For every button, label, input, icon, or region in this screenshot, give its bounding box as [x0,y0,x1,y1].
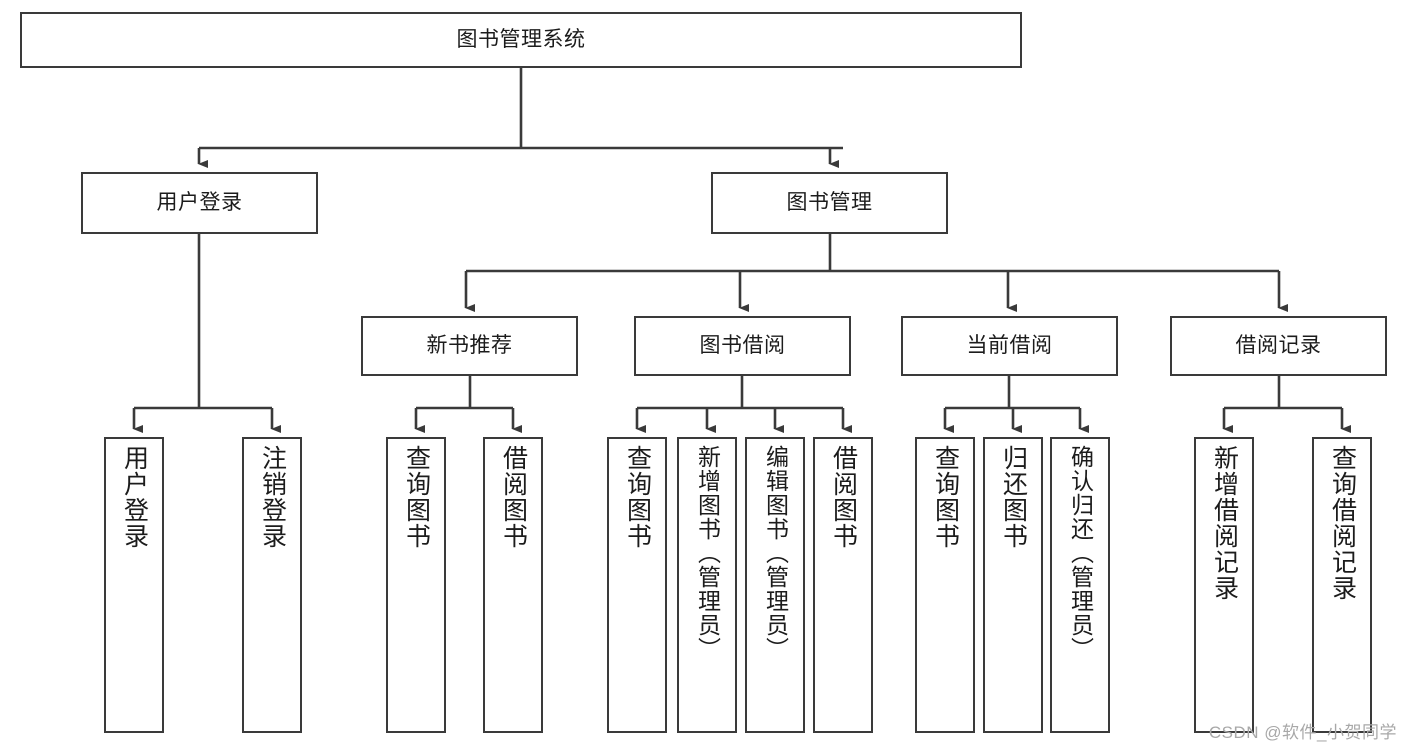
edge-bookborrow-to-leaves [635,376,852,433]
node-leaf-query-record-label: 查询借阅记录 [1328,445,1357,601]
node-root-label: 图书管理系统 [456,27,586,51]
edge-bookmanage-to-level3 [464,234,1288,312]
node-leaf-query-book-1-label: 查询图书 [402,445,431,549]
node-leaf-user-login[interactable]: 用户登录 [104,437,164,733]
node-leaf-user-login-label: 用户登录 [120,445,149,549]
node-leaf-add-record-label: 新增借阅记录 [1210,445,1239,601]
node-leaf-borrow-book-2-label: 借阅图书 [829,445,858,549]
node-leaf-edit-book-label: 编辑图书（管理员） [762,445,789,661]
node-leaf-query-book-2[interactable]: 查询图书 [607,437,667,733]
node-leaf-return-book[interactable]: 归还图书 [983,437,1043,733]
watermark: CSDN @软件_小贺同学 [1208,723,1397,742]
node-leaf-edit-book[interactable]: 编辑图书（管理员） [745,437,805,733]
node-leaf-borrow-book-1[interactable]: 借阅图书 [483,437,543,733]
node-borrow-record-label: 借阅记录 [1235,333,1322,357]
node-book-manage-label: 图书管理 [786,190,873,214]
node-user-login-label: 用户登录 [156,190,243,214]
node-leaf-return-book-label: 归还图书 [999,445,1028,549]
node-leaf-add-record[interactable]: 新增借阅记录 [1194,437,1254,733]
node-new-book-recommend[interactable]: 新书推荐 [361,316,578,376]
node-book-manage[interactable]: 图书管理 [711,172,948,234]
node-leaf-logout-label: 注销登录 [258,445,287,549]
node-leaf-borrow-book-1-label: 借阅图书 [499,445,528,549]
edge-userlogin-to-leaves [132,234,281,433]
node-leaf-borrow-book-2[interactable]: 借阅图书 [813,437,873,733]
node-leaf-query-book-3-label: 查询图书 [931,445,960,549]
node-root[interactable]: 图书管理系统 [20,12,1022,68]
node-leaf-logout[interactable]: 注销登录 [242,437,302,733]
node-current-borrow[interactable]: 当前借阅 [901,316,1118,376]
node-book-borrow-label: 图书借阅 [699,333,786,357]
node-leaf-confirm-return[interactable]: 确认归还（管理员） [1050,437,1110,733]
node-user-login[interactable]: 用户登录 [81,172,318,234]
node-leaf-query-book-1[interactable]: 查询图书 [386,437,446,733]
node-book-borrow[interactable]: 图书借阅 [634,316,851,376]
node-current-borrow-label: 当前借阅 [966,333,1053,357]
node-leaf-confirm-return-label: 确认归还（管理员） [1067,445,1094,661]
node-new-book-recommend-label: 新书推荐 [426,333,513,357]
node-borrow-record[interactable]: 借阅记录 [1170,316,1387,376]
edge-root-to-level2 [197,68,843,168]
node-leaf-add-book-label: 新增图书（管理员） [694,445,721,661]
edge-borrowrecord-to-leaves [1222,376,1351,433]
edge-newbook-to-leaves [414,376,522,433]
node-leaf-query-book-2-label: 查询图书 [623,445,652,549]
node-leaf-add-book[interactable]: 新增图书（管理员） [677,437,737,733]
node-leaf-query-book-3[interactable]: 查询图书 [915,437,975,733]
edge-currentborrow-to-leaves [943,376,1089,433]
node-leaf-query-record[interactable]: 查询借阅记录 [1312,437,1372,733]
